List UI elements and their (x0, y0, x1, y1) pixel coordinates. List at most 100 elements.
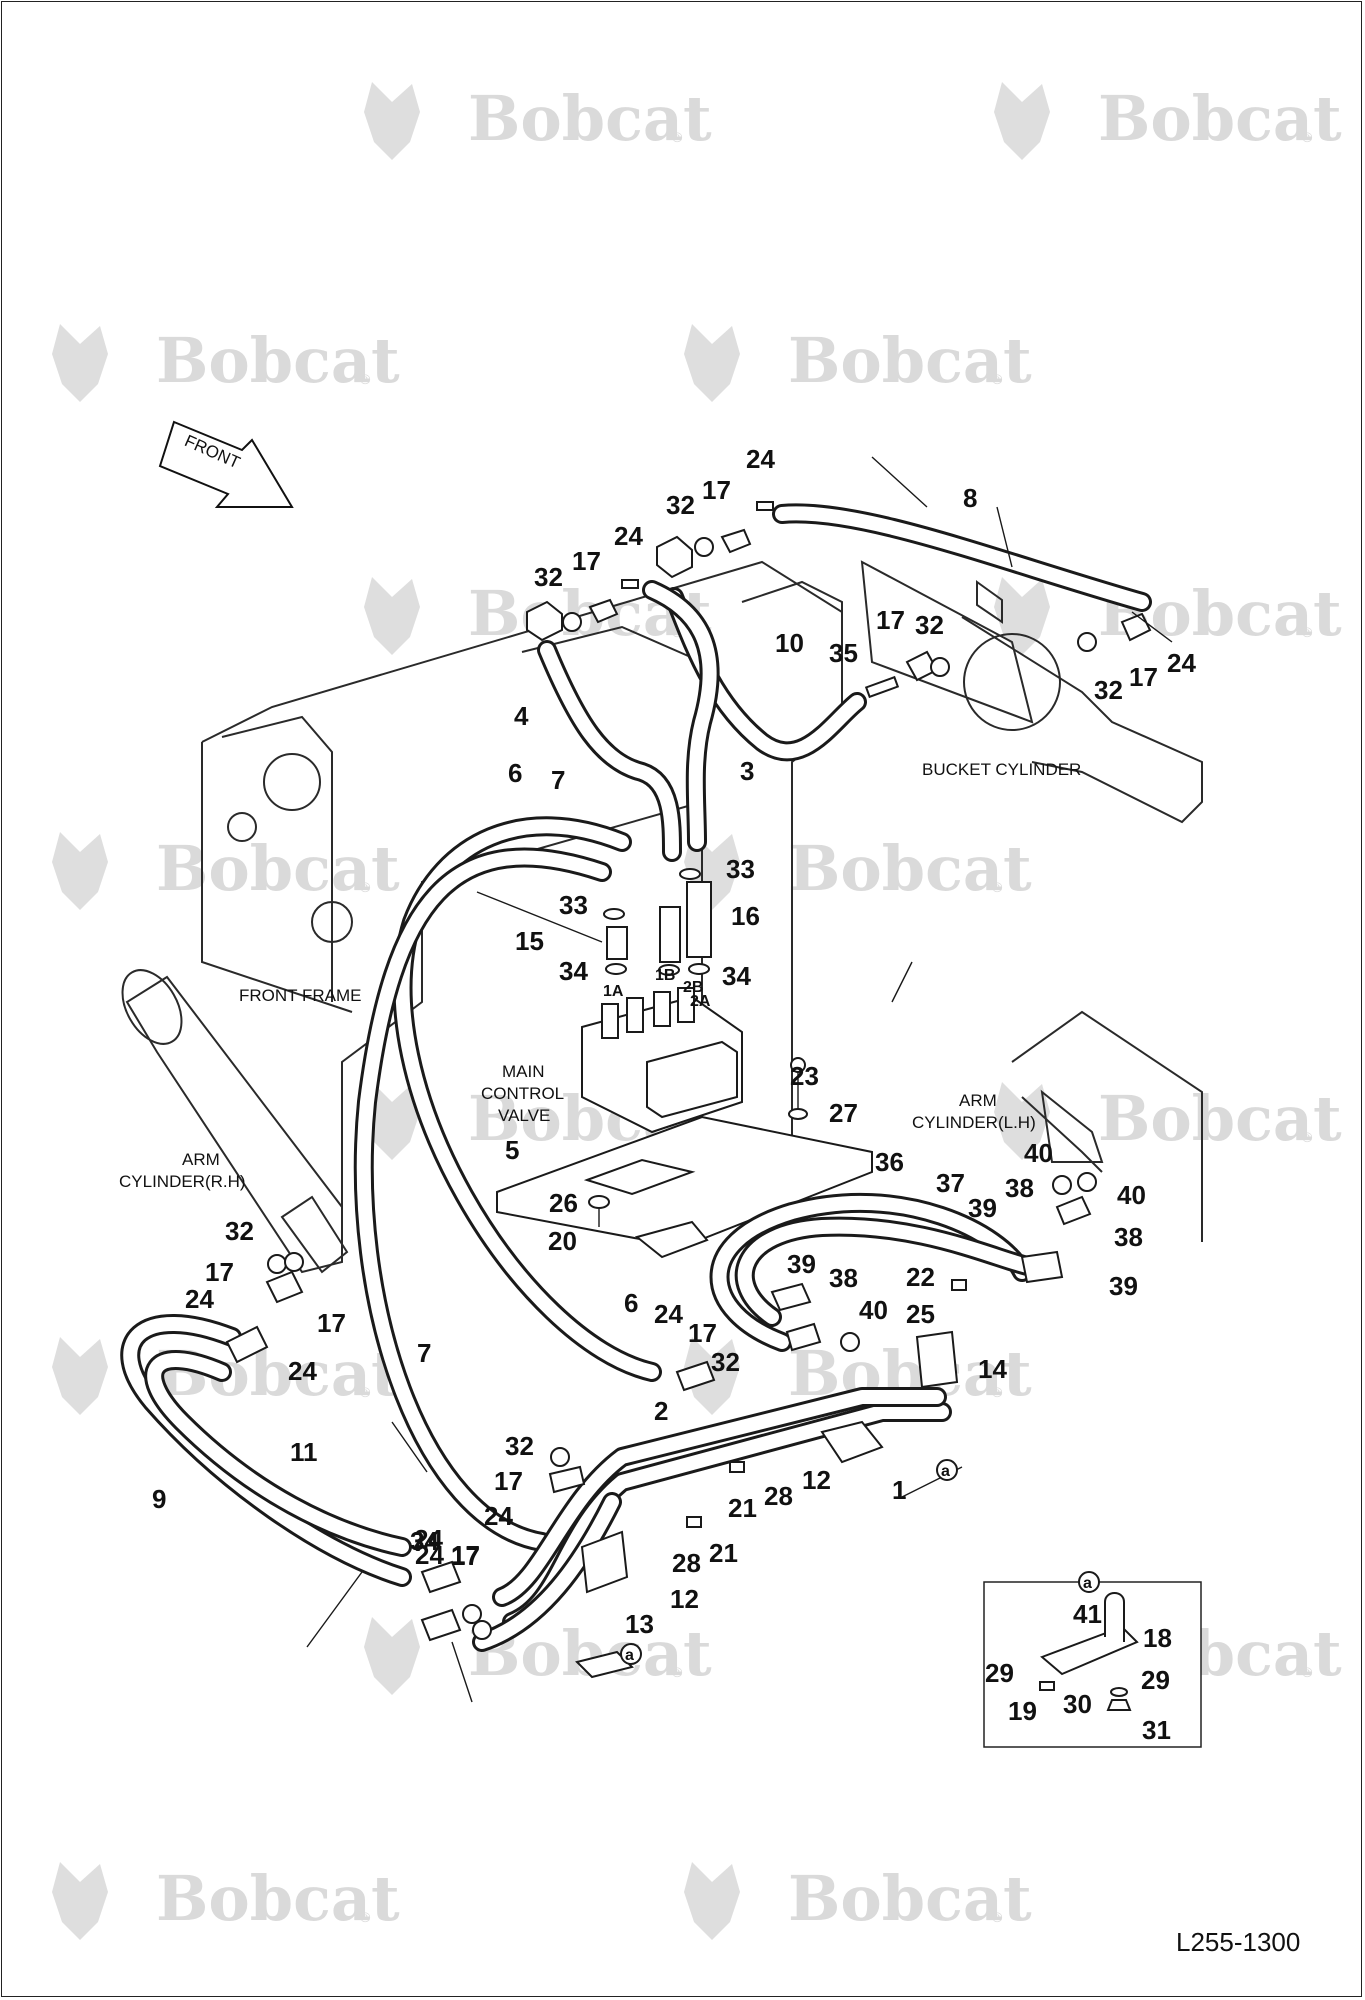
arm-cylinder-rh-port (280, 1195, 349, 1274)
split-flange (675, 1360, 716, 1392)
bobcat-watermark: Bobcat ® (994, 1082, 1342, 1160)
watermark-text: Bobcat (156, 1862, 400, 1935)
callout-number: 40 (1024, 1138, 1053, 1168)
hose-6-inner (395, 819, 659, 1379)
callout-number: 8 (963, 483, 977, 513)
watermark-text: Bobcat (788, 1862, 1032, 1935)
o-ring (562, 612, 582, 632)
callout-number: 24 (614, 521, 643, 551)
callout-number: 39 (787, 1249, 816, 1279)
o-ring (840, 1332, 860, 1352)
watermark-registered-mark: ® (992, 1384, 1003, 1400)
split-flange (720, 528, 752, 554)
split-flange (785, 1322, 822, 1352)
callout-number: 16 (731, 901, 760, 931)
callout-number: 17 (205, 1257, 234, 1287)
hose-9-inner (123, 1316, 409, 1584)
detail-a-marker-text: a (1083, 1575, 1092, 1592)
arm-cylinder-lh-barrel (1011, 1010, 1203, 1242)
arrow-icon (158, 420, 294, 508)
bobcat-watermark: Bobcat ® (364, 82, 712, 160)
hose-10-inner (667, 590, 864, 759)
callout-number: 34 (559, 956, 588, 986)
callout-number: 33 (726, 854, 755, 884)
part-callouts: 24 17 32 8 24 17 32 10 17 32 35 32 17 24… (152, 444, 1196, 1639)
o-ring (688, 963, 710, 975)
bobcat-logo-icon (364, 1617, 420, 1695)
callout-number: 34 (722, 961, 751, 991)
bucket-cylinder-barrel (961, 616, 1203, 824)
detail-a-marker-circle (1078, 1571, 1100, 1593)
bobcat-watermark: Bobcat ® (52, 832, 400, 910)
callout-number: 32 (1094, 675, 1123, 705)
bobcat-watermark: Bobcat ® (994, 577, 1342, 655)
watermark-registered-mark: ® (992, 371, 1003, 387)
detail-screw (1039, 1681, 1055, 1691)
frame-boss (741, 580, 843, 642)
fitting-1a (606, 926, 628, 960)
bobcat-watermark: Bobcat ® (364, 1617, 712, 1695)
bobcat-logo-icon (52, 324, 108, 402)
o-ring (930, 657, 950, 677)
callout-number: 24 (185, 1284, 214, 1314)
bobcat-logo-icon (994, 577, 1050, 655)
callout-number: 17 (451, 1541, 480, 1571)
callout-number: 7 (551, 765, 565, 795)
pivot-bore (263, 753, 321, 811)
bobcat-logo-icon (52, 1862, 108, 1940)
port-label-1b: 1B (655, 967, 675, 984)
arm-cylinder-lh-drawing (1011, 1010, 1203, 1242)
watermark-text: Bobcat (468, 82, 712, 155)
tube-13-inner (475, 1495, 619, 1649)
bucket-cylinder-body (860, 560, 1034, 724)
arm-cylinder-lh-port (1040, 1089, 1104, 1163)
o-ring (1077, 632, 1097, 652)
washer (588, 1195, 610, 1209)
detail-a-inset: a 41 18 29 29 19 30 31 (983, 1571, 1202, 1748)
watermark-registered-mark: ® (672, 129, 683, 145)
reference-marker-text: a (941, 1463, 950, 1480)
o-ring (267, 1254, 287, 1274)
hose-8-inner (775, 506, 1149, 609)
bobcat-watermark: Bobcat ® (994, 82, 1342, 160)
reference-marker-circle (936, 1459, 958, 1481)
bobcat-logo-icon (364, 82, 420, 160)
clamp-13 (575, 1650, 634, 1679)
callout-number: 6 (624, 1288, 638, 1318)
leader-line (306, 456, 1173, 1703)
o-ring (284, 1252, 304, 1272)
callout-number: 26 (549, 1188, 578, 1218)
hose-11-inner (147, 1353, 409, 1554)
o-ring (605, 963, 627, 975)
bobcat-logo-icon (684, 1862, 740, 1940)
detail-callout: 30 (1063, 1689, 1092, 1719)
pivot-bore (311, 901, 353, 943)
o-ring (1052, 1175, 1072, 1195)
callout-number: 17 (451, 1540, 480, 1570)
bobcat-watermark: Bobcat ® (52, 324, 400, 402)
callout-number: 17 (876, 605, 905, 635)
callout-number: 21 (728, 1493, 757, 1523)
watermark-text: Bobcat (156, 1337, 400, 1410)
watermark-registered-mark: ® (992, 879, 1003, 895)
o-ring (694, 537, 714, 557)
watermark-registered-mark: ® (1302, 129, 1313, 145)
bucket-cylinder-port (976, 580, 1003, 624)
bobcat-watermark: Bobcat ® (684, 1862, 1032, 1940)
watermark-registered-mark: ® (1302, 1129, 1313, 1145)
callout-number: 17 (1129, 662, 1158, 692)
callout-number: 20 (548, 1226, 577, 1256)
callout-number: 23 (790, 1061, 819, 1091)
clamp-12 (820, 1420, 884, 1464)
callout-number: 25 (906, 1299, 935, 1329)
reference-markers: a a (620, 1459, 958, 1665)
callout-number: 24 (1167, 648, 1196, 678)
cap-screw (729, 1461, 745, 1473)
detail-callout: 29 (985, 1658, 1014, 1688)
component-labels: BUCKET CYLINDER FRONT FRAME MAIN CONTROL… (119, 760, 1081, 1191)
callout-number: 38 (1114, 1222, 1143, 1252)
plate-bracket (634, 1220, 709, 1259)
control-valve-section (646, 1040, 738, 1119)
split-flange (1055, 1195, 1092, 1226)
bobcat-watermark: Bobcat ® (52, 1862, 400, 1940)
